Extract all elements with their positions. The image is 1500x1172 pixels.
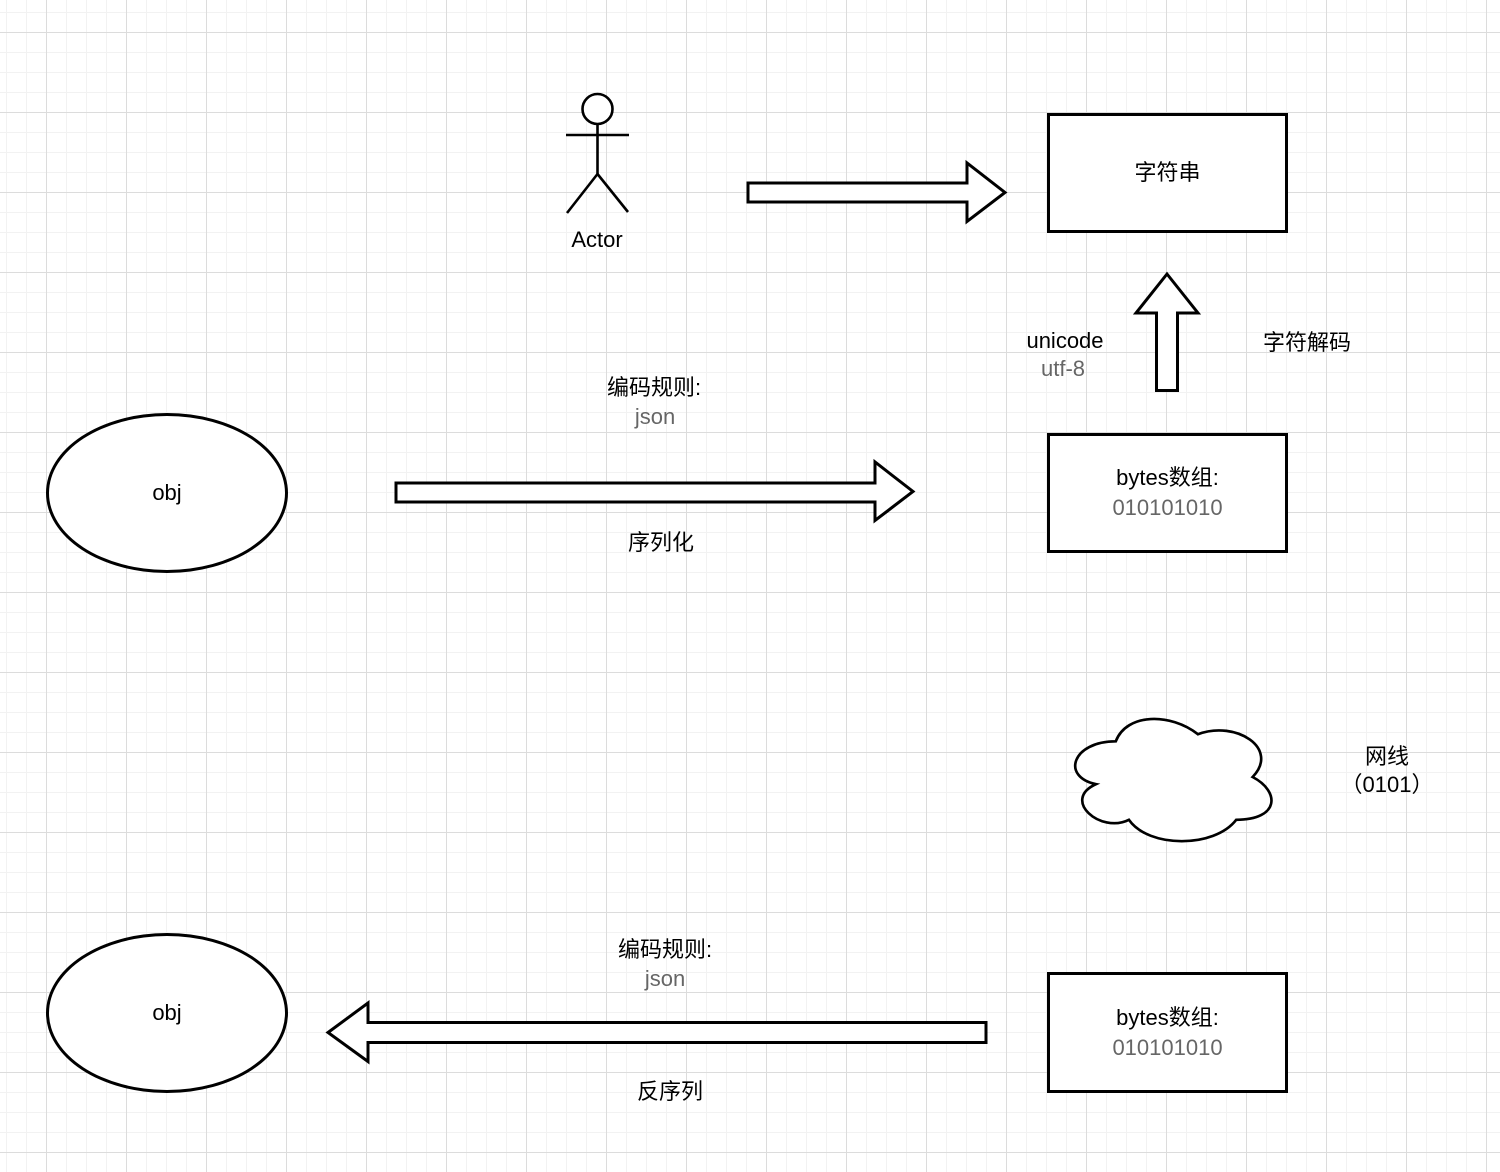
actor-label: Actor — [571, 227, 623, 252]
object-ellipse-bottom[interactable]: obj — [46, 933, 288, 1093]
deserialize-rule-value: json — [644, 966, 686, 991]
serialize-action-label: 序列化 — [627, 530, 695, 555]
network-cloud-shape[interactable] — [1061, 705, 1280, 849]
deserialize-rule-title: 编码规则: — [617, 937, 713, 962]
arrow-up-decode[interactable] — [1132, 271, 1202, 393]
bytes-box-bottom[interactable]: bytes数组: 010101010 — [1047, 972, 1288, 1093]
bytes-box-top-value: 010101010 — [1112, 495, 1223, 520]
bytes-box-bottom-value: 010101010 — [1112, 1034, 1223, 1060]
bytes-box-bottom-title: bytes数组: — [1116, 1004, 1219, 1030]
actor-icon[interactable] — [560, 89, 635, 216]
object-top-label: obj — [152, 480, 182, 505]
network-label-line1: 网线 — [1364, 744, 1410, 769]
decode-action-label: 字符解码 — [1262, 330, 1352, 355]
deserialize-action-label: 反序列 — [636, 1079, 704, 1104]
string-box[interactable]: 字符串 — [1047, 113, 1288, 233]
bytes-box-top[interactable]: bytes数组: 010101010 — [1047, 433, 1288, 553]
string-box-label: 字符串 — [1134, 160, 1201, 186]
serialize-rule-value: json — [634, 404, 676, 429]
decode-encoding-label: unicode — [1026, 328, 1104, 353]
arrow-left-deserialize[interactable] — [325, 1000, 989, 1065]
object-ellipse-top[interactable]: obj — [46, 413, 288, 573]
arrow-right-serialize[interactable] — [394, 458, 916, 524]
decode-encoding-value: utf-8 — [1040, 356, 1086, 381]
serialize-rule-title: 编码规则: — [606, 375, 702, 400]
object-bottom-label: obj — [152, 1000, 182, 1025]
bytes-box-top-title: bytes数组: — [1116, 465, 1219, 491]
arrow-right-top[interactable] — [746, 159, 1008, 225]
network-label-line2: （0101） — [1340, 772, 1434, 797]
